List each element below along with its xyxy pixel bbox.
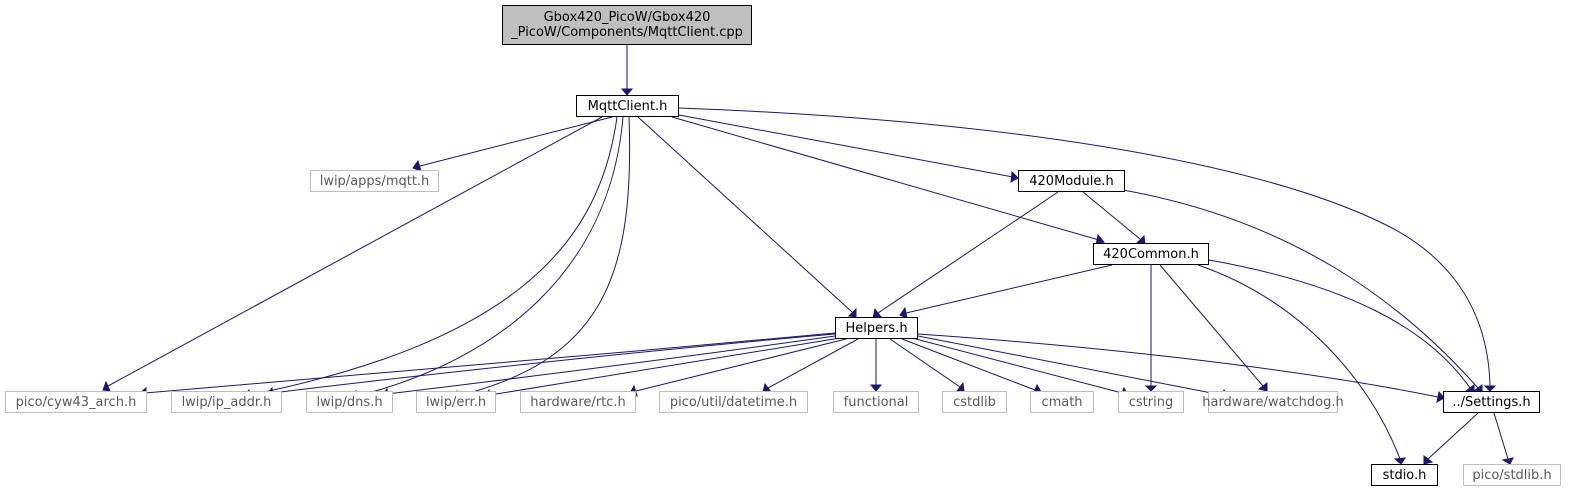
edge-helpers-to-rtc — [635, 338, 847, 392]
node-pico-stdlib-h: pico/stdlib.h — [1463, 464, 1561, 486]
node-lwip-err-h: lwip/err.h — [416, 391, 496, 413]
arrowhead — [1483, 385, 1497, 392]
edge-helpers-to-cyw43-arch — [144, 332, 836, 394]
node-helpers-h[interactable]: Helpers.h — [835, 317, 918, 339]
edge-helpers-to-watchdog — [917, 335, 1223, 396]
node-lwip-dns-h: lwip/dns.h — [306, 391, 393, 413]
edge-helpers-to-ip-addr — [271, 333, 836, 394]
arrowhead — [620, 88, 634, 96]
edge-420module-to-420common — [1082, 191, 1141, 240]
node-label-line-1: Gbox420_PicoW/Gbox420 — [543, 10, 711, 25]
node-cmath: cmath — [1030, 391, 1094, 413]
node-settings-h[interactable]: ../Settings.h — [1443, 391, 1540, 413]
arrowhead — [412, 159, 422, 172]
node-pico-cyw43-arch-h: pico/cyw43_arch.h — [5, 391, 147, 413]
node-lwip-ip-addr-h: lwip/ip_addr.h — [171, 391, 282, 413]
edge-helpers-to-datetime — [767, 338, 859, 389]
edge-mqttclient-to-lwip-apps-mqtt — [419, 116, 613, 167]
arrowhead — [1257, 382, 1268, 392]
node-420common-h[interactable]: 420Common.h — [1093, 243, 1209, 265]
arrowhead — [899, 306, 908, 319]
edge-420module-to-helpers — [877, 191, 1059, 314]
edge-helpers-to-cstring — [911, 337, 1123, 394]
arrowhead — [1144, 385, 1158, 392]
edge-mqttclient-to-ip-addr — [249, 116, 618, 396]
edge-helpers-to-err — [489, 337, 841, 396]
edge-mqttclient-to-dns — [356, 116, 624, 397]
node-lwip-apps-mqtt-h: lwip/apps/mqtt.h — [310, 170, 439, 192]
arrowhead — [1423, 455, 1434, 465]
edge-mqttclient-to-cyw43-arch — [107, 116, 603, 387]
node-cstdlib: cstdlib — [942, 391, 1007, 413]
edge-420common-to-helpers — [905, 264, 1113, 314]
node-hardware-rtc-h: hardware/rtc.h — [520, 391, 636, 413]
arrowhead — [1393, 457, 1407, 465]
arrowhead — [1010, 170, 1019, 183]
arrowhead — [869, 384, 883, 392]
node-mqttclient-h[interactable]: MqttClient.h — [576, 95, 679, 117]
arrowhead — [1436, 390, 1445, 403]
edge-helpers-to-dns — [386, 335, 836, 395]
node-functional: functional — [833, 391, 919, 413]
node-stdio-h: stdio.h — [1371, 464, 1438, 486]
edge-mqttclient-to-helpers — [637, 116, 853, 313]
edge-420module-to-settings — [1122, 189, 1479, 389]
node-pico-util-datetime-h: pico/util/datetime.h — [659, 391, 808, 413]
edge-mqttclient-to-settings — [678, 107, 1491, 387]
node-hardware-watchdog-h: hardware/watchdog.h — [1202, 391, 1344, 413]
node-mqttclient-cpp: Gbox420_PicoW/Gbox420 _PicoW/Components/… — [502, 5, 752, 45]
edge-settings-to-stdio — [1427, 412, 1479, 460]
edge-mqttclient-to-420common — [671, 116, 1100, 241]
edge-helpers-to-cmath — [901, 338, 1036, 391]
node-420module-h[interactable]: 420Module.h — [1018, 170, 1125, 192]
edge-helpers-to-cstdlib — [889, 338, 961, 388]
edge-settings-to-pico-stdlib — [1493, 412, 1509, 460]
edge-mqttclient-to-420module — [678, 114, 1014, 178]
node-cstring: cstring — [1118, 391, 1184, 413]
arrowhead — [847, 307, 857, 318]
arrowhead — [956, 381, 965, 392]
arrowhead — [102, 380, 111, 392]
arrowhead — [1501, 457, 1514, 465]
edge-helpers-to-settings — [917, 333, 1439, 398]
edge-420common-to-stdio — [1197, 264, 1401, 460]
edge-420common-to-watchdog — [1159, 264, 1264, 387]
node-label-line-2: _PicoW/Components/MqttClient.cpp — [511, 25, 743, 40]
edge-420common-to-settings — [1208, 259, 1471, 389]
